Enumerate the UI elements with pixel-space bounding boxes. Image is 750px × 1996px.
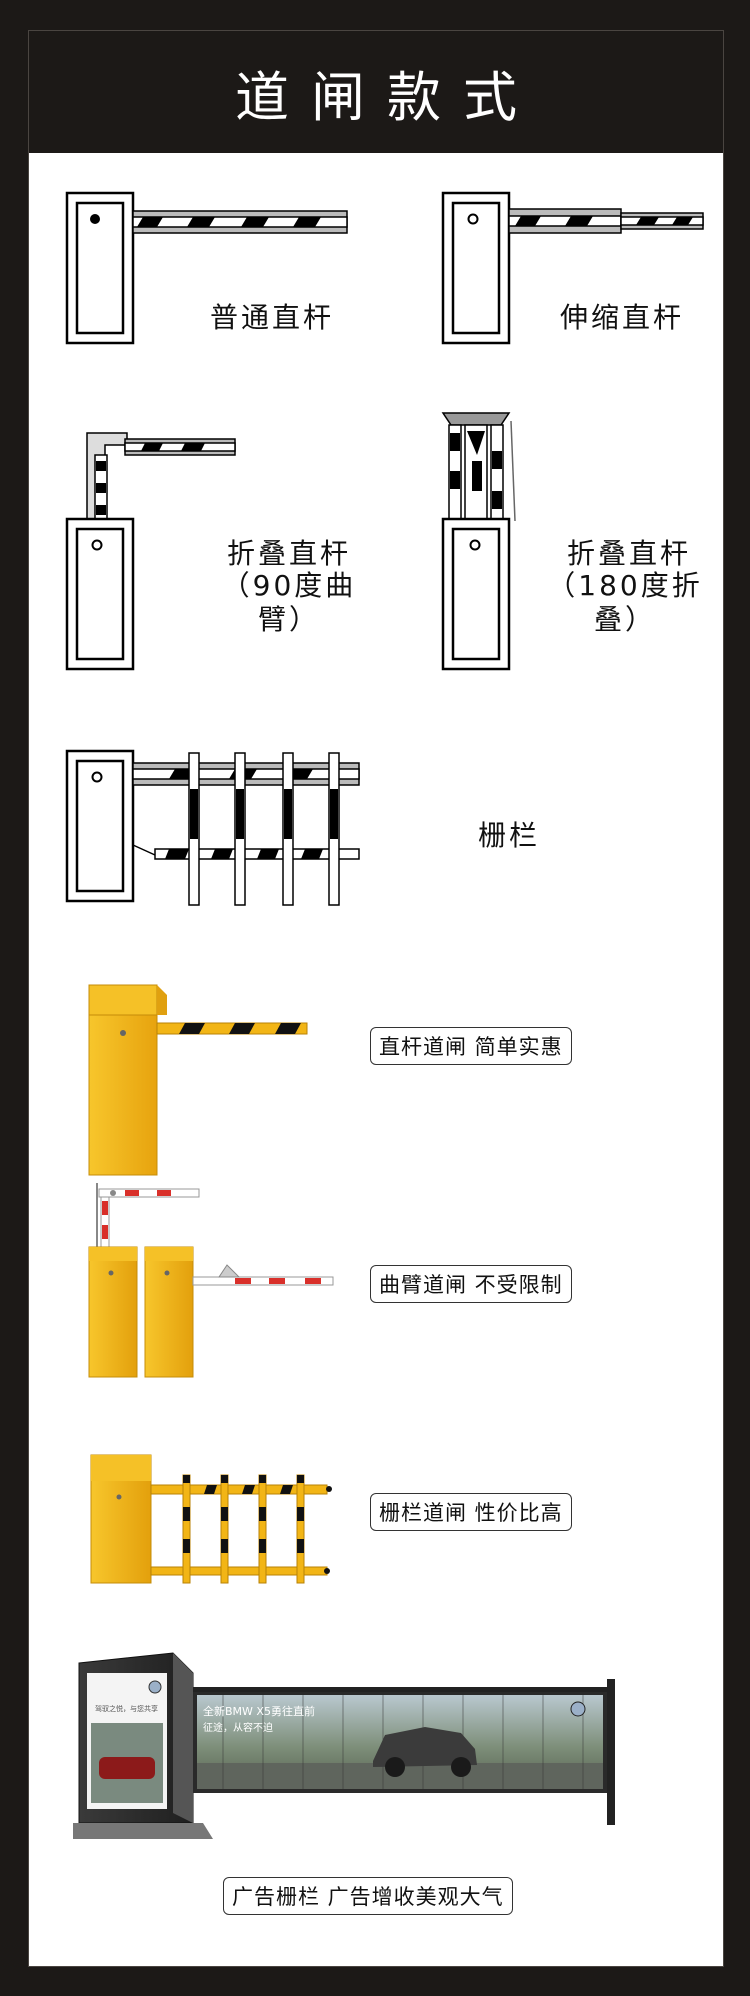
fence-drawing (65, 749, 360, 906)
content-body: 普通直杆 伸缩直杆 (29, 153, 723, 1966)
yellow-fence-gate (90, 1454, 332, 1584)
telescopic-arm-drawing (441, 191, 704, 345)
ad-subline: 征途，从容不迫 (203, 1721, 273, 1734)
advertising-barrier: 驾驭之悦，与您共享 全新BMW X5勇往直前 征途，从容不迫 (73, 1652, 615, 1839)
fold-90-label-1: 折叠直杆 (226, 537, 351, 570)
fold-180-drawing (441, 412, 516, 671)
curved-gate-caption: 曲臂道闸 不受限制 (370, 1265, 572, 1303)
straight-arm-drawing (65, 191, 348, 345)
header-bar: 道闸款式 (29, 31, 723, 153)
fold-180-label-1: 折叠直杆 (566, 537, 691, 570)
fence-label: 栅栏 (477, 819, 540, 852)
fence-gate-caption: 栅栏道闸 性价比高 (370, 1493, 572, 1531)
straight-gate-caption: 直杆道闸 简单实惠 (370, 1027, 572, 1065)
yellow-curved-gates (88, 1183, 334, 1378)
straight-arm-label: 普通直杆 (209, 301, 334, 334)
advert-barrier-caption: 广告栅栏 广告增收美观大气 (223, 1877, 513, 1915)
fold-90-label-2: （90度曲臂） (221, 569, 357, 636)
fold-180-label-2: （180度折叠） (547, 569, 703, 636)
fold-90-drawing (65, 432, 236, 671)
content-panel: 道闸款式 普通直杆 (28, 30, 724, 1967)
telescopic-arm-label: 伸缩直杆 (559, 301, 684, 334)
page-title: 道闸款式 (235, 65, 539, 129)
yellow-straight-gate (88, 984, 308, 1176)
ad-headline: 全新BMW X5勇往直前 (203, 1704, 315, 1718)
ad-side-text: 驾驭之悦，与您共享 (95, 1704, 158, 1713)
